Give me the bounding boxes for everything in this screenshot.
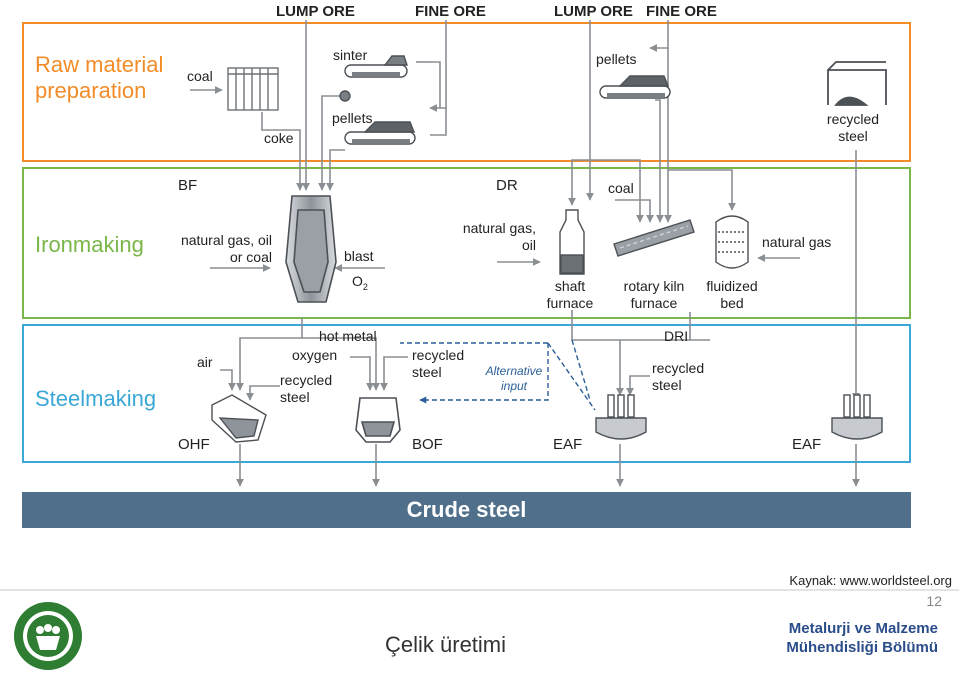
rotary-kiln-label: rotary kiln furnace [623, 278, 685, 311]
department-line-1: Metalurji ve Malzeme [788, 620, 938, 637]
fluidized-bed-label: fluidized bed [706, 278, 758, 311]
eaf-label-1: EAF [553, 436, 583, 453]
o2-subscript: 2 [362, 281, 368, 292]
raw-material-title: Raw material preparation [35, 52, 164, 103]
pellet-machine-icon [344, 121, 416, 145]
flow-sinter-to-bf [318, 95, 345, 191]
flow-coke-to-bf [261, 112, 304, 191]
oxygen-label: oxygen [292, 347, 338, 363]
air-label: air [197, 354, 213, 370]
hot-metal-label: hot metal [319, 328, 377, 344]
dri-label: DRI [664, 328, 689, 344]
lump-ore-label-1: LUMP ORE [276, 3, 355, 20]
recycled-steel-label-bof: recycled steel [412, 347, 465, 380]
coke-label: coke [264, 130, 294, 146]
dr-gas-label: natural gas, oil [462, 220, 536, 253]
scrap-yard-icon [827, 61, 887, 106]
flow-sinter-return [430, 61, 441, 108]
alternative-input-label: Alternative input [485, 364, 543, 393]
ohf-furnace-icon [211, 394, 267, 443]
flow-fine-ore-2 [649, 20, 669, 52]
ironmaking-band [22, 167, 911, 319]
department-line-2: Mühendisliği Bölümü [786, 639, 938, 656]
blast-label: blast [344, 248, 374, 264]
ironmaking-title: Ironmaking [35, 232, 144, 257]
flow-hot-metal [236, 318, 303, 391]
fine-ore-label-2: FINE ORE [646, 3, 717, 20]
shaft-furnace-icon [559, 209, 585, 275]
university-logo [14, 602, 82, 670]
page-number: 12 [926, 593, 942, 609]
dr-label: DR [496, 177, 518, 194]
sinter-machine-icon [339, 55, 408, 102]
flow-alternative-input [571, 339, 591, 401]
pellet-machine-icon-2 [599, 75, 671, 99]
recycled-steel-label-ohf: recycled steel [280, 372, 333, 405]
steelmaking-title: Steelmaking [35, 386, 157, 411]
bf-fuel-label: natural gas, oil or coal [180, 232, 272, 265]
source-credit: Kaynak: www.worldsteel.org [789, 573, 952, 588]
crude-steel-label: Crude steel [406, 497, 527, 522]
bf-label: BF [178, 177, 198, 194]
coke-oven-icon [227, 67, 279, 111]
recycled-steel-label-raw: recycled steel [826, 111, 880, 144]
coal-label: coal [187, 68, 213, 84]
bof-converter-icon [355, 397, 401, 443]
blast-furnace-icon [285, 195, 337, 303]
eaf-furnace-icon-1 [595, 394, 647, 440]
pellets-label-2: pellets [596, 51, 637, 67]
natural-gas-label: natural gas [762, 234, 832, 250]
rotary-kiln-icon [613, 219, 695, 257]
eaf-label-2: EAF [792, 436, 822, 453]
recycled-steel-label-eaf: recycled steel [652, 360, 705, 393]
fine-ore-label-1: FINE ORE [415, 3, 486, 20]
crude-steel-bar [22, 492, 911, 528]
eaf-furnace-icon-2 [831, 394, 883, 440]
flow-fine-ore-1 [429, 20, 447, 112]
shaft-furnace-label: shaft furnace [546, 278, 594, 311]
pellets-label-1: pellets [332, 110, 373, 126]
slide-title: Çelik üretimi [385, 632, 507, 657]
raw-material-band [22, 22, 911, 162]
bof-label: BOF [412, 436, 443, 453]
flow-pellets-return [430, 108, 447, 136]
fluidized-bed-icon [715, 215, 749, 269]
flow-pellets-to-bf [326, 149, 345, 191]
sinter-label: sinter [333, 47, 368, 63]
ohf-label: OHF [178, 436, 210, 453]
lump-ore-label-2: LUMP ORE [554, 3, 633, 20]
o2-symbol: O [352, 273, 363, 289]
dr-coal-label: coal [608, 180, 634, 196]
steelmaking-band [22, 324, 911, 463]
o2-label: O2 [352, 273, 368, 296]
